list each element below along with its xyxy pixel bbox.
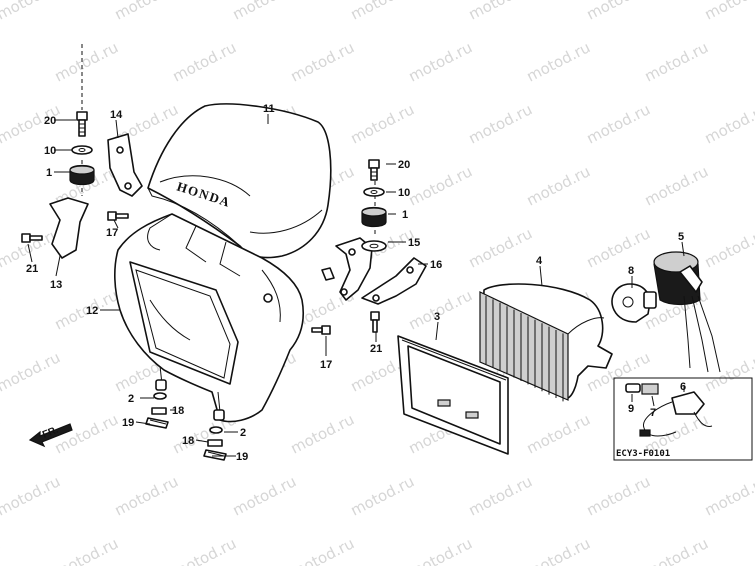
callout-numbers: 20 10 1 14 11 13 21 17 12 20 10 1 15 16 … [26,103,686,463]
inset-panel [613,377,753,461]
watermark-text: motod.ru [406,534,475,566]
watermark-text: motod.ru [348,472,417,519]
watermark-text: motod.ru [348,0,417,24]
watermark-text: motod.ru [524,410,593,457]
watermark-text: motod.ru [584,0,653,24]
watermark-text: motod.ru [0,38,3,85]
callout-21: 21 [26,263,38,275]
watermark-text: motod.ru [0,534,3,566]
callout-19: 19 [236,451,248,463]
callout-18: 18 [172,405,184,417]
watermark-text: motod.ru [466,472,535,519]
watermark-text: motod.ru [0,286,3,333]
right-fastener-stack [361,159,387,252]
watermark-text: motod.ru [170,534,239,566]
callout-11: 11 [263,103,275,115]
callout-1: 1 [46,167,52,179]
watermark-text: motod.ru [584,472,653,519]
watermark-text: motod.ru [584,224,653,271]
watermark-text: motod.ru [288,534,357,566]
watermark-text: motod.ru [406,162,475,209]
callout-8: 8 [628,265,634,277]
watermark-text: motod.ru [642,162,711,209]
callout-21: 21 [370,343,382,355]
part-headlight-rim [397,335,509,455]
lens-ribs [485,296,564,402]
callout-10: 10 [44,145,56,157]
part-socket-cover [653,251,721,373]
front-direction-indicator: FR. [28,423,73,448]
watermark-text: motod.ru [466,224,535,271]
part-windscreen: HONDA [147,103,332,259]
watermark-text: motod.ru [642,534,711,566]
callout-20: 20 [44,115,56,127]
callout-3: 3 [434,311,440,323]
watermark-text: motod.ru [642,38,711,85]
watermark-text: motod.ru [52,534,121,566]
part-headlight-case [114,213,305,423]
diagram-code: ECY3-F0101 [616,449,670,459]
callout-16: 16 [430,259,442,271]
part-left-stay [49,44,143,259]
callout-20: 20 [398,159,410,171]
part-bulb [611,283,657,323]
watermark-text: motod.ru [524,534,593,566]
callout-17: 17 [106,227,118,239]
callout-4: 4 [536,255,543,267]
left-fastener-stack [69,111,95,186]
watermark-text: motod.ru [348,100,417,147]
watermark-text: motod.ru [524,38,593,85]
leader-lines [27,114,685,457]
watermark-text: motod.ru [406,286,475,333]
watermark-text: motod.ru [524,162,593,209]
callout-9: 9 [628,403,634,415]
watermark-text: motod.ru [112,472,181,519]
watermark-text: motod.ru [702,348,755,395]
callout-2: 2 [128,393,134,405]
callout-2: 2 [240,427,246,439]
watermark-text: motod.ru [0,410,3,457]
callout-5: 5 [678,231,684,243]
part-right-stay [321,160,427,305]
callout-17: 17 [320,359,332,371]
callout-15: 15 [408,237,420,249]
callout-6: 6 [680,381,686,393]
watermark-text: motod.ru [288,38,357,85]
right-bolts [311,311,380,335]
callout-14: 14 [110,109,123,121]
watermark-text: motod.ru [466,100,535,147]
lower-hardware [145,392,227,461]
watermark-text: motod.ru [230,0,299,24]
callout-18: 18 [182,435,194,447]
watermark-text: motod.ru [406,38,475,85]
watermark-text: motod.ru [288,410,357,457]
watermark-text: motod.ru [0,0,63,24]
watermark-text: motod.ru [0,162,3,209]
watermark-text: motod.ru [52,38,121,85]
watermark-text: motod.ru [584,100,653,147]
watermark-text: motod.ru [702,100,755,147]
watermark-text: motod.ru [702,224,755,271]
callout-19: 19 [122,417,134,429]
callout-10: 10 [398,187,410,199]
watermark-text: motod.ru [230,472,299,519]
callout-13: 13 [50,279,62,291]
watermark-text: motod.ru [112,0,181,24]
watermark-text: motod.ru [0,348,63,395]
callout-12: 12 [86,305,98,317]
watermark-text: motod.ru [702,0,755,24]
watermark-text: motod.ru [170,38,239,85]
callout-7: 7 [650,407,656,419]
watermark-text: motod.ru [702,472,755,519]
watermark-text: motod.ru [466,0,535,24]
left-bolts [21,211,129,243]
callout-1: 1 [402,209,408,221]
part-headlight-unit [479,283,613,402]
watermark-text: motod.ru [0,472,63,519]
